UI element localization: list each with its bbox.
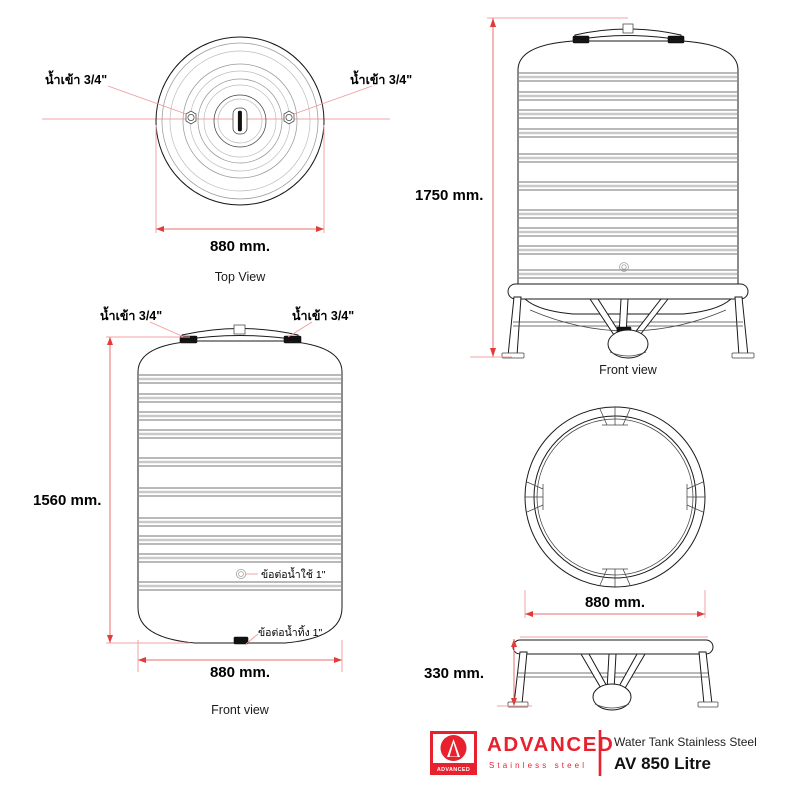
footer-title-block: ADVANCED ADVANCED Stainless steel Water … <box>430 730 757 776</box>
assembly-view-label: Front view <box>599 363 658 377</box>
top-view-diameter-label: 880 mm. <box>210 238 270 255</box>
front-tank-inlet-left-label: น้ำเข้า 3/4" <box>100 306 162 323</box>
logo-wordmark: ADVANCED <box>437 767 470 773</box>
stand-top-diameter-label: 880 mm. <box>585 594 645 611</box>
tank-outlet-fitting: ข้อต่อน้ำใช้ 1" <box>236 567 326 581</box>
front-view-assembly-group: 1750 mm. Front view <box>415 17 755 377</box>
top-view-inlet-right-label: น้ำเข้า 3/4" <box>350 70 412 87</box>
assembly-height-label: 1750 mm. <box>415 187 483 204</box>
assembly-tank-ribs <box>519 72 737 279</box>
front-tank-inlet-right-label: น้ำเข้า 3/4" <box>292 306 354 323</box>
tank-outlet-label: ข้อต่อน้ำใช้ 1" <box>261 567 326 581</box>
top-view-inlet-left <box>185 110 197 125</box>
product-model: AV 850 Litre <box>614 754 711 773</box>
tank-drain-fitting: ข้อต่อน้ำทิ้ง 1" <box>233 625 322 645</box>
tank-drain-label: ข้อต่อน้ำทิ้ง 1" <box>258 625 322 639</box>
stand-side-view-group: 330 mm. <box>424 636 719 711</box>
front-tank-view-label: Front view <box>211 703 270 717</box>
brand-tagline: Stainless steel <box>489 761 587 770</box>
top-view-inlet-right <box>283 110 295 125</box>
top-view-inlet-left-label: น้ำเข้า 3/4" <box>45 70 107 87</box>
front-tank-height-label: 1560 mm. <box>33 492 101 509</box>
assembly-stand <box>501 283 755 359</box>
product-category: Water Tank Stainless Steel <box>614 735 757 749</box>
advanced-logo-icon: ADVANCED <box>430 731 477 775</box>
front-view-tank-group: ข้อต่อน้ำใช้ 1" ข้อต่อน้ำทิ้ง 1" น้ำเข้า… <box>33 306 354 717</box>
top-view-group: น้ำเข้า 3/4" น้ำเข้า 3/4" 880 mm. Top Vi… <box>42 36 412 284</box>
front-tank-width-label: 880 mm. <box>210 664 270 681</box>
stand-top-view-group: 880 mm. <box>524 406 706 618</box>
top-view-label: Top View <box>215 270 266 284</box>
tank-ribs <box>139 374 341 591</box>
stand-side-height-label: 330 mm. <box>424 665 484 682</box>
brand-name: ADVANCED <box>487 733 614 756</box>
